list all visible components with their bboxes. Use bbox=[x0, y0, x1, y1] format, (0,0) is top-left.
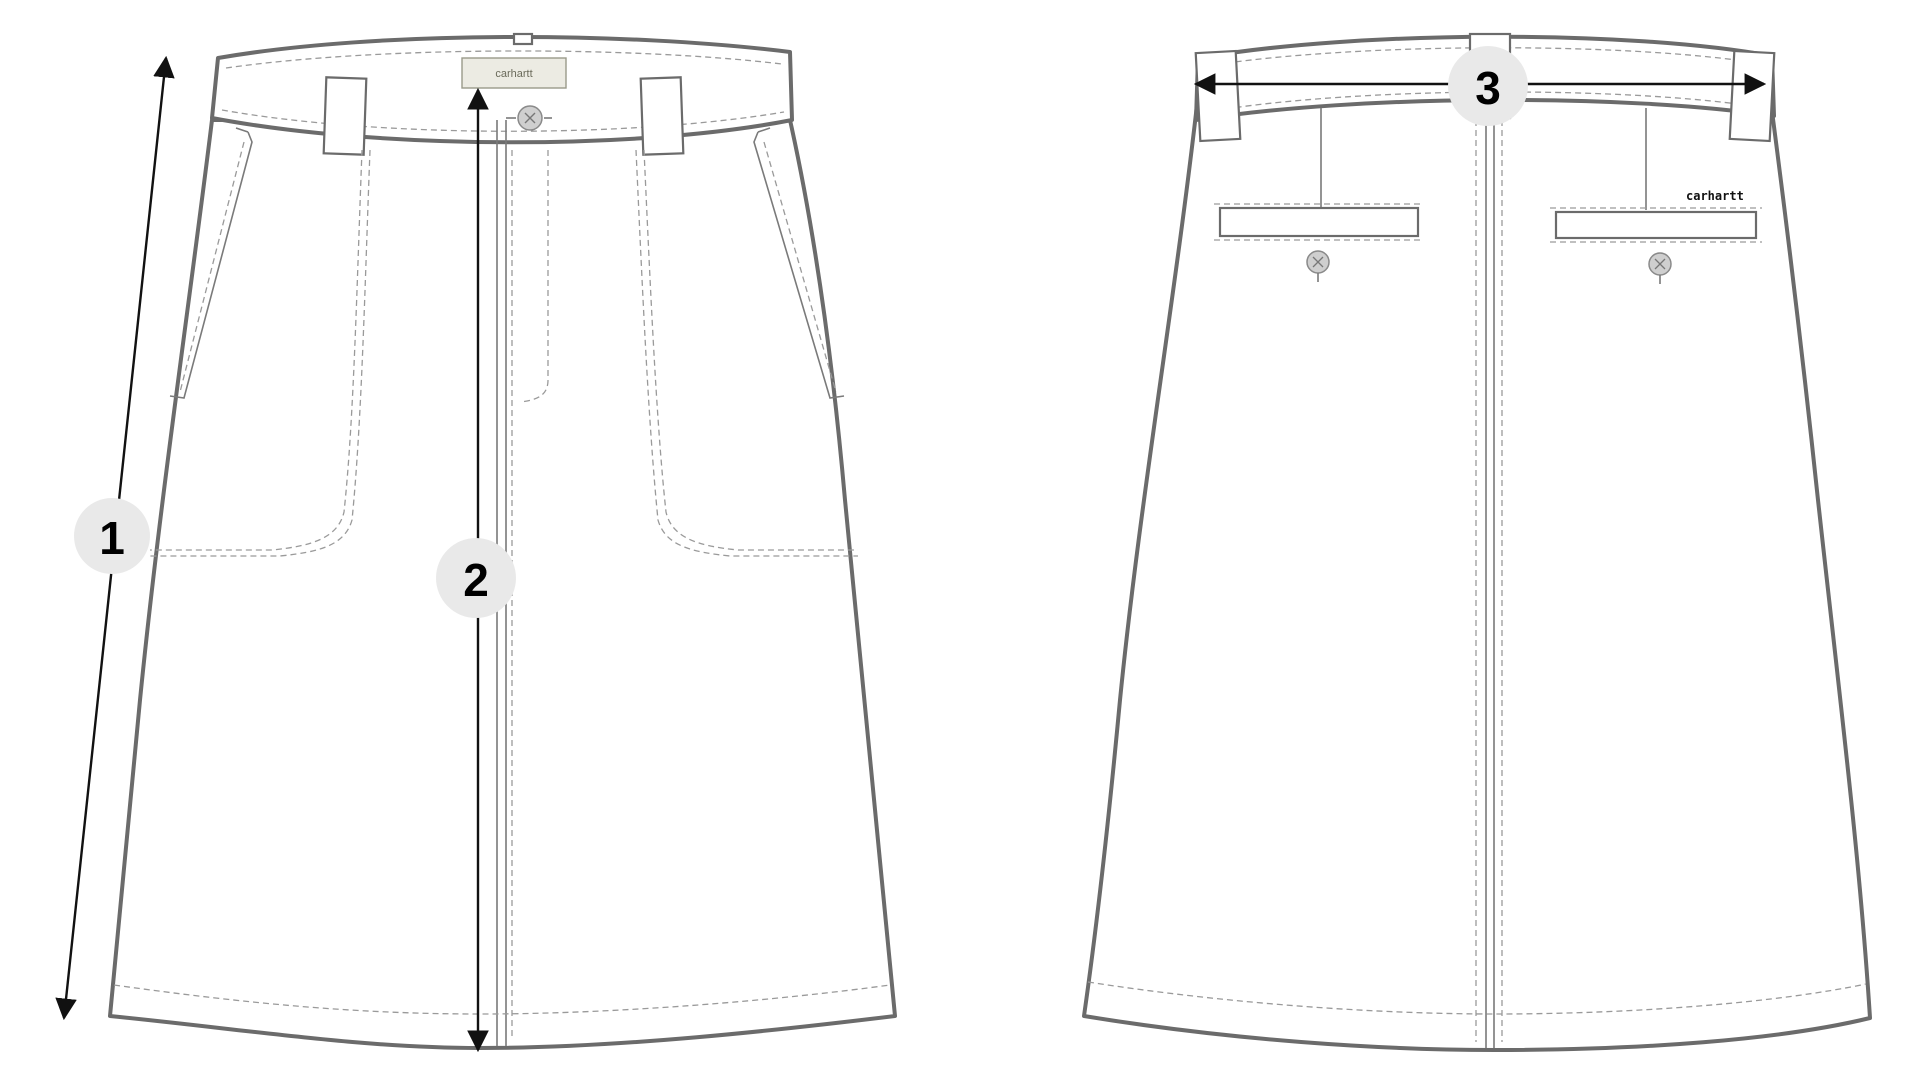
back-belt-loop-right bbox=[1728, 49, 1776, 143]
front-brand-label: carhartt bbox=[461, 57, 567, 89]
front-brand-label-text: carhartt bbox=[495, 68, 532, 80]
back-skirt-body bbox=[1082, 94, 1872, 1052]
back-belt-loop-left bbox=[1194, 49, 1242, 143]
measurement-2-badge: 2 bbox=[436, 538, 516, 618]
back-view: carhartt bbox=[1082, 32, 1872, 1052]
front-waist-button bbox=[506, 105, 552, 131]
front-pocket-right bbox=[753, 127, 845, 399]
measurement-3-badge: 3 bbox=[1448, 46, 1528, 126]
back-pocket-right bbox=[1550, 108, 1762, 284]
measurement-1-badge: 1 bbox=[74, 498, 150, 574]
back-brand-logo: carhartt bbox=[1686, 189, 1744, 203]
front-pocket-left bbox=[169, 127, 253, 399]
front-belt-loop-left bbox=[322, 76, 368, 156]
front-waistband bbox=[210, 34, 794, 145]
back-pocket-left bbox=[1214, 108, 1424, 282]
front-belt-loop-right bbox=[639, 76, 685, 156]
measurement-2-number: 2 bbox=[463, 554, 489, 606]
front-view: carhartt bbox=[108, 32, 897, 1050]
measurement-1-number: 1 bbox=[99, 512, 125, 564]
measurement-3-number: 3 bbox=[1475, 62, 1501, 114]
